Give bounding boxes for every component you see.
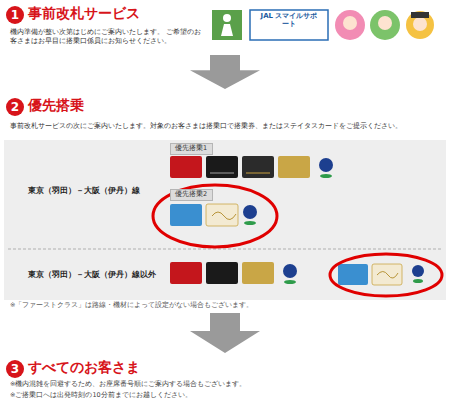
number-text: 3: [11, 363, 19, 375]
status-card: [338, 264, 368, 285]
icon-face: [378, 16, 392, 30]
route-row: 東京（羽田）－大阪（伊丹）線以外: [4, 250, 446, 300]
priority-badge: 優先搭乗1: [170, 143, 213, 155]
status-card: [278, 156, 310, 178]
highlight-ellipse: [153, 185, 277, 247]
alliance-logo: [412, 265, 424, 277]
number-text: 1: [11, 9, 19, 21]
panel-ground: [4, 140, 446, 300]
icon-figure: [221, 24, 233, 36]
step-section: すべてのお客さま ※機内混雑を回避するため、お座席番号順にご案内する場合もございま…: [0, 356, 450, 407]
status-card: [170, 262, 202, 284]
status-card: [206, 156, 238, 178]
alliance-logo: [244, 221, 256, 225]
alliance-logo: [283, 264, 297, 278]
highlight-ellipse: [330, 254, 442, 296]
alliance-logo: [320, 174, 332, 178]
footnote: ※「ファーストクラス」は路線・機材によって設定がない場合もございます。: [10, 302, 253, 310]
flow-arrow: [190, 55, 260, 89]
step-note: ※機内混雑を回避するため、お座席番号順にご案内する場合もございます。: [10, 380, 246, 388]
status-card: [372, 264, 402, 285]
alliance-logo: [284, 280, 296, 284]
brand-label: JAL スマイルサポート: [258, 12, 320, 29]
step-description: 事前改札サービスの次にご案内いたします。対象のお客さまは搭乗口で搭乗券、またはス…: [10, 122, 446, 131]
icon-figure: [223, 14, 231, 22]
icon-face: [370, 10, 400, 40]
step-note: ※ご搭乗口へは出発時刻の10分前までにお越しください。: [10, 391, 192, 399]
card-ornament: [377, 272, 398, 279]
step-title: 事前改札サービス: [28, 5, 140, 22]
step-description: 機内準備が整い次第はじめにご案内いたします。 ご希望のお客さまはお早目に搭乗口係…: [10, 28, 205, 46]
status-card: [242, 262, 274, 284]
route-name: 東京（羽田）－大阪（伊丹）線: [28, 186, 140, 195]
status-card: [206, 204, 238, 226]
priority-badge: 優先搭乗2: [170, 189, 213, 201]
step-number: 3: [6, 360, 24, 378]
badge-text: 優先搭乗2: [175, 191, 208, 199]
card-stripe: [246, 173, 270, 174]
step-title: 優先搭乗: [28, 97, 84, 114]
status-card: [242, 156, 274, 178]
alliance-logo: [319, 158, 333, 172]
status-card: [206, 262, 238, 284]
status-card: [170, 204, 202, 226]
route-row: 東京（羽田）－大阪（伊丹）線 優先搭乗1 優先搭乗2: [4, 140, 446, 248]
alliance-logo: [413, 279, 423, 283]
icon-tile: [250, 10, 328, 40]
row-divider: [8, 249, 442, 250]
route-name: 東京（羽田）－大阪（伊丹）線以外: [28, 270, 156, 279]
step-section: 優先搭乗事前改札サービスの次にご案内いたします。対象のお客さまは搭乗口で搭乗券、…: [0, 92, 450, 310]
icon-face: [335, 10, 365, 40]
icon-hat: [411, 12, 429, 18]
card-stripe: [210, 173, 234, 174]
badge-text: 優先搭乗1: [175, 145, 208, 153]
alliance-logo: [243, 205, 257, 219]
number-text: 2: [11, 101, 19, 113]
icon-face: [406, 11, 434, 39]
status-card: [170, 156, 202, 178]
step-number: 1: [6, 6, 24, 24]
icon-face: [343, 16, 357, 30]
step-section: 事前改札サービス機内準備が整い次第はじめにご案内いたします。 ご希望のお客さまは…: [0, 0, 450, 52]
flow-arrow: [190, 313, 260, 353]
icon-tile: [212, 10, 242, 40]
card-ornament: [212, 212, 236, 220]
step-number: 2: [6, 98, 24, 116]
step-title: すべてのお客さま: [28, 359, 140, 376]
icon-face: [413, 17, 427, 31]
